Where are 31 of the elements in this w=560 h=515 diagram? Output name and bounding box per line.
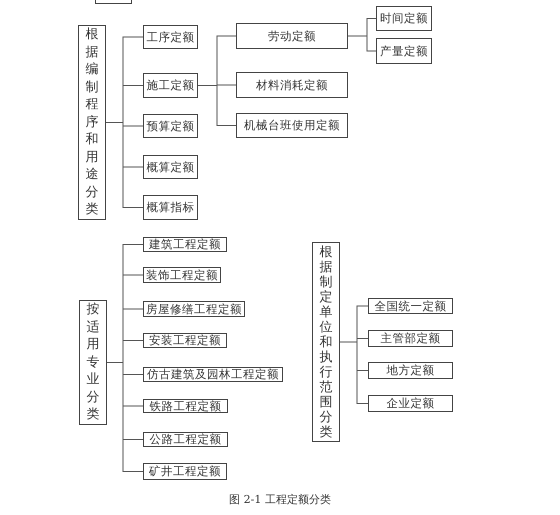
category-box: 产量定额 [376, 38, 432, 64]
vertical-category-box: 根据制定单位和执行范围分类 [312, 242, 340, 442]
connector-line [348, 36, 376, 52]
category-box: 施工定额 [143, 73, 198, 98]
category-box: 铁路工程定额 [143, 399, 228, 413]
category-box: 主管部定额 [368, 330, 453, 347]
category-box: 装饰工程定额 [143, 267, 221, 283]
connector-line [106, 122, 144, 208]
category-box: 劳动定额 [236, 23, 348, 49]
category-box: 全国统一定额 [368, 298, 453, 314]
category-box: 企业定额 [368, 395, 453, 412]
category-box: 建筑工程定额 [143, 237, 227, 252]
category-box: 工序定额 [143, 25, 198, 49]
category-box: 矿井工程定额 [143, 463, 227, 480]
category-box: 概算定额 [143, 155, 198, 179]
category-box: 预算定额 [143, 114, 198, 138]
category-box: 材料消耗定额 [236, 72, 348, 98]
figure-caption: 图 2-1 工程定额分类 [229, 492, 331, 507]
connector-line [198, 85, 236, 126]
category-box: 仿古建筑及园林工程定额 [143, 367, 283, 382]
category-box: 公路工程定额 [143, 432, 228, 447]
category-box: 概算指标 [143, 195, 198, 220]
category-box: 地方定额 [368, 362, 453, 379]
vertical-category-box: 根据编制程序和用途分类 [78, 25, 106, 220]
category-box: 房屋修缮工程定额 [143, 301, 245, 317]
connector-line [340, 342, 368, 404]
connector-line [106, 362, 144, 472]
category-box: 安装工程定额 [143, 333, 227, 348]
category-box: 时间定额 [376, 6, 432, 31]
vertical-category-box: 按适用专业分类 [79, 300, 107, 425]
category-box: 机械台班使用定额 [236, 113, 348, 138]
